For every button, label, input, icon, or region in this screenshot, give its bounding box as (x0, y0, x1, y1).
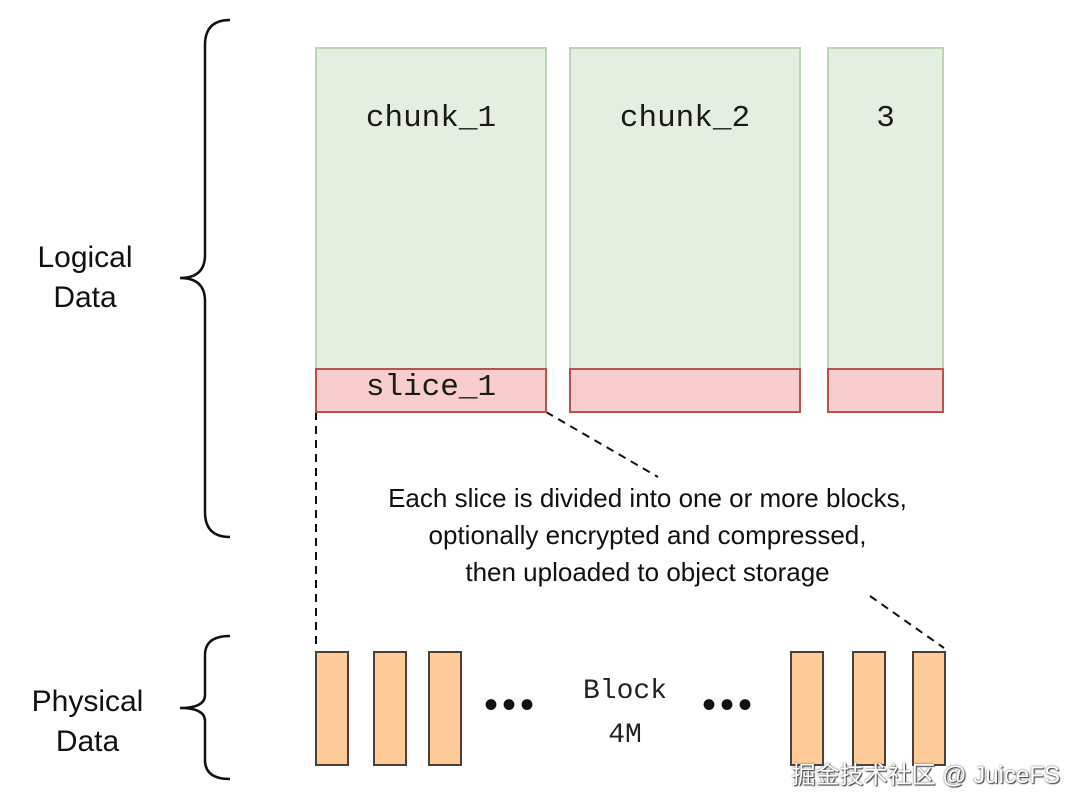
slice-box (827, 368, 944, 413)
logical-data-brace (179, 18, 231, 539)
block-box (373, 651, 407, 766)
block-label-line2: 4M (608, 720, 642, 751)
block-box (852, 651, 886, 766)
block-box (790, 651, 824, 766)
physical-label-line1: Physical (31, 685, 144, 718)
slice-box (569, 368, 801, 413)
physical-data-brace (179, 634, 231, 781)
description-line: optionally encrypted and compressed, (428, 520, 867, 550)
chunk-label: 3 (876, 101, 895, 136)
physical-data-label: Physical Data (15, 682, 160, 762)
block-size-label: Block 4M (560, 670, 690, 758)
slice-box: slice_1 (315, 368, 547, 413)
chunk-box: 3 (827, 47, 944, 370)
block-label-line1: Block (582, 676, 667, 707)
logical-data-label: Logical Data (20, 238, 150, 318)
physical-label-line2: Data (55, 725, 120, 758)
logical-label-line1: Logical (37, 241, 133, 274)
chunk-box: chunk_1 (315, 47, 547, 370)
slice-description: Each slice is divided into one or more b… (320, 480, 975, 591)
block-box (315, 651, 349, 766)
logical-label-line2: Data (53, 281, 117, 314)
chunk-label: chunk_1 (365, 101, 497, 136)
watermark: 掘金技术社区 @ JuiceFS (791, 762, 1060, 789)
slice-right-connector-lower (869, 595, 945, 649)
slice-right-connector-upper (545, 411, 659, 478)
chunk-box: chunk_2 (569, 47, 801, 370)
ellipsis-right: ••• (702, 683, 757, 727)
block-box (912, 651, 946, 766)
description-line: Each slice is divided into one or more b… (388, 483, 907, 513)
chunk-label: chunk_2 (619, 101, 751, 136)
description-line: then uploaded to object storage (465, 557, 830, 587)
block-box (428, 651, 462, 766)
ellipsis-left: ••• (484, 683, 539, 727)
